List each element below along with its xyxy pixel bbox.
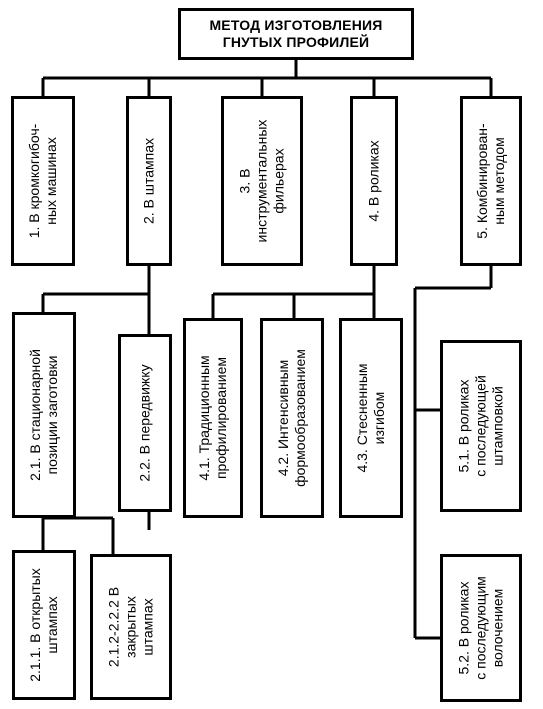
node-label: волочением: [489, 588, 506, 668]
node-1: 1. В кромкогибоч-ных машинах: [11, 96, 75, 266]
node-label: закрытых: [122, 596, 139, 658]
node-label: ных машинах: [43, 137, 59, 225]
node-label: штампах: [139, 598, 156, 656]
node-label: 5.1. В роликах: [455, 379, 472, 473]
node-label: 2.1.1. В открытых: [27, 568, 43, 682]
node-label: 5. Комбинирован-: [474, 123, 490, 239]
node-label: инструментальных: [253, 119, 270, 243]
node-2-2: 2.2. В передвижку: [118, 334, 172, 512]
node-label: профилированием: [213, 356, 229, 480]
node-label: фильерах: [270, 148, 287, 214]
node-label: формообразованием: [292, 349, 308, 487]
node-label: 4.2. Интенсивным: [275, 359, 291, 477]
node-label: с последующей: [472, 375, 489, 477]
node-label: 2.2. В передвижку: [136, 364, 153, 482]
node-label: 4.3. Стесненным: [354, 363, 370, 473]
node-label: 2.1. В стационарной: [27, 349, 43, 481]
node-label: 2. В штампах: [140, 137, 157, 225]
node-label: изгибом: [371, 391, 387, 445]
node-label: с последующим: [472, 576, 489, 680]
node-label: штамповкой: [489, 386, 506, 466]
node-label: штампах: [44, 596, 60, 654]
node-label: 4. В роликах: [365, 140, 382, 222]
node-label: 1. В кромкогибоч-: [26, 123, 42, 239]
node-4: 4. В роликах: [350, 96, 398, 266]
node-label: ным методом: [491, 137, 507, 225]
node-label: 2.1.2-2.2.2 В: [105, 586, 122, 668]
root-box: МЕТОД ИЗГОТОВЛЕНИЯ ГНУТЫХ ПРОФИЛЕЙ: [178, 8, 414, 60]
node-label: 3. В: [236, 168, 253, 194]
node-5: 5. Комбинирован-ным методом: [460, 96, 522, 266]
node-label: позиции заготовки: [44, 355, 60, 475]
root-title-line2: ГНУТЫХ ПРОФИЛЕЙ: [222, 34, 370, 50]
node-label: 4.1. Традиционным: [196, 355, 212, 481]
root-title-line1: МЕТОД ИЗГОТОВЛЕНИЯ: [209, 17, 383, 33]
node-2: 2. В штампах: [126, 96, 172, 266]
node-label: 5.2. В роликах: [455, 581, 472, 675]
